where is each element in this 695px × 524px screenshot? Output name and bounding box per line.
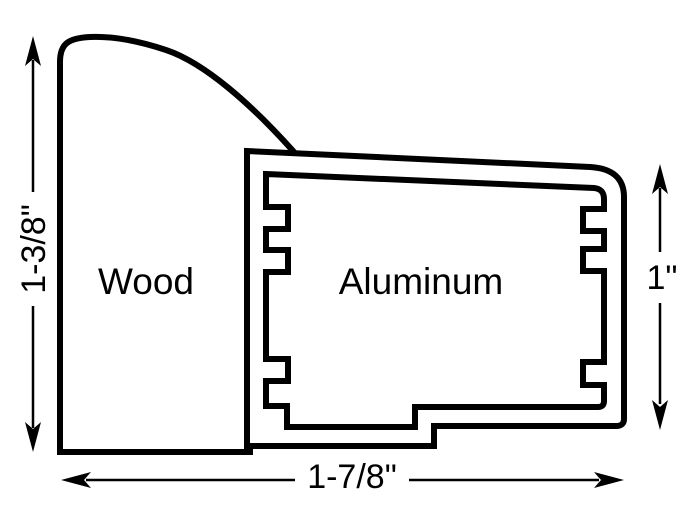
arrow-down-icon bbox=[25, 422, 41, 452]
right-height-label: 1" bbox=[647, 259, 678, 297]
right-height-dimension: 1" bbox=[647, 164, 678, 430]
aluminum-profile bbox=[244, 147, 627, 449]
wood-label: Wood bbox=[98, 261, 194, 302]
wood-profile bbox=[57, 33, 297, 455]
bottom-width-label: 1-7/8" bbox=[307, 458, 397, 496]
left-height-label: 1-3/8" bbox=[15, 204, 53, 294]
arrow-left-icon bbox=[61, 472, 91, 488]
arrow-right-icon bbox=[594, 472, 624, 488]
bottom-width-dimension: 1-7/8" bbox=[61, 458, 624, 496]
wood-outline bbox=[57, 33, 297, 455]
arrow-up-icon bbox=[652, 164, 668, 194]
aluminum-inner-outline bbox=[263, 170, 607, 430]
aluminum-label: Aluminum bbox=[339, 261, 504, 302]
arrow-up-icon bbox=[25, 36, 41, 66]
arrow-down-icon bbox=[652, 400, 668, 430]
left-height-dimension: 1-3/8" bbox=[15, 36, 53, 452]
